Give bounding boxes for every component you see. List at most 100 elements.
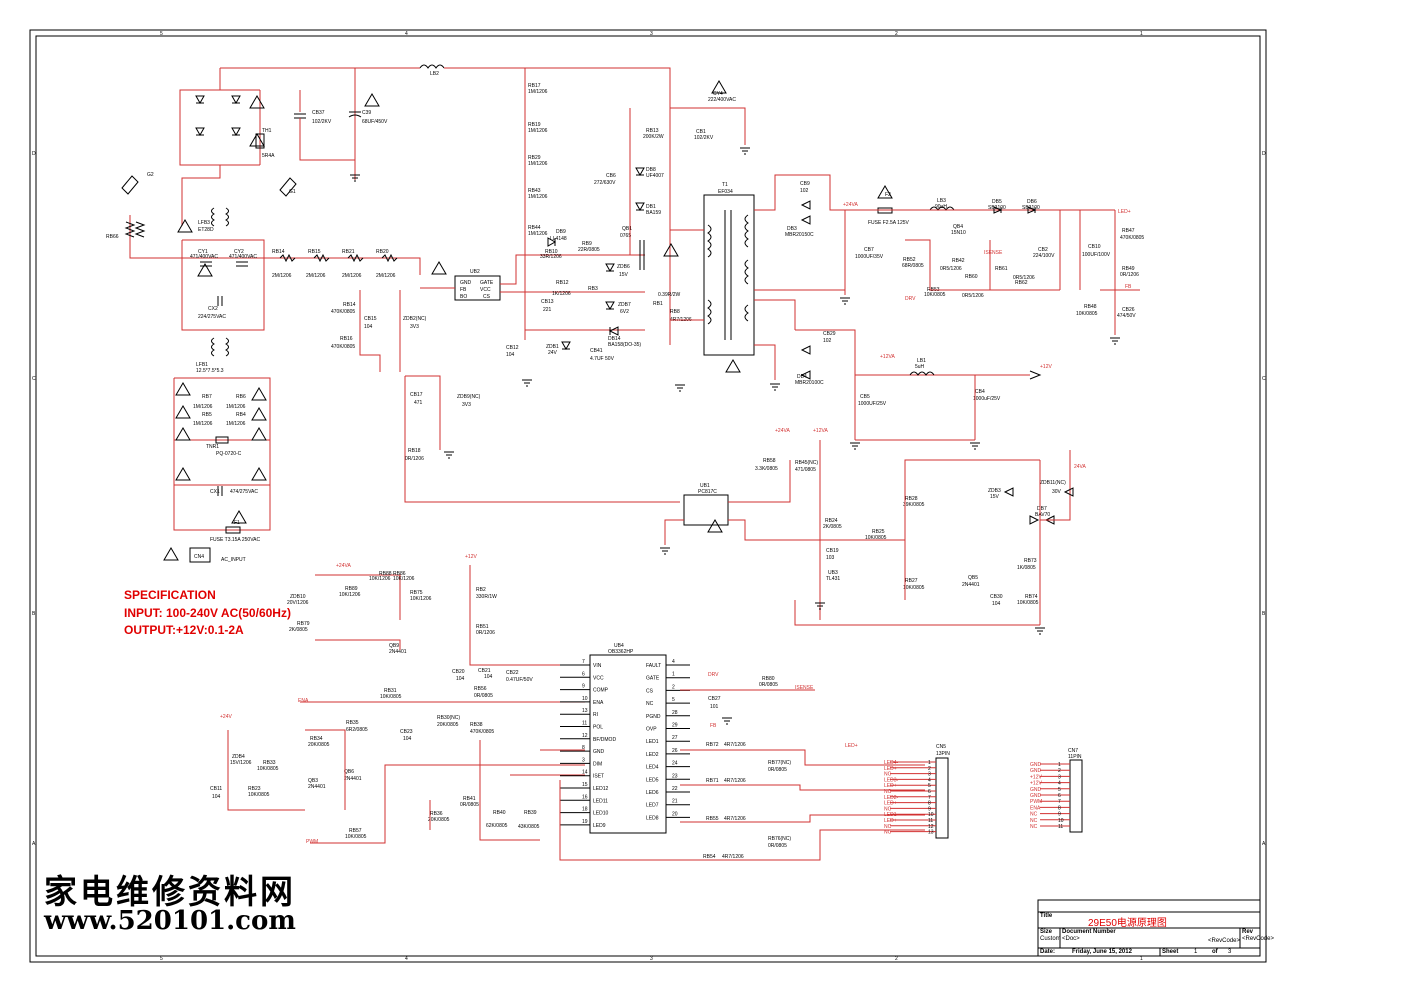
svg-text:10K/0805: 10K/0805 bbox=[257, 766, 279, 772]
ub4-pin-name: OVP bbox=[646, 727, 657, 733]
svg-text:BA159: BA159 bbox=[646, 210, 661, 216]
cn5-pin-number: 4 bbox=[928, 777, 931, 783]
svg-text:PWM: PWM bbox=[306, 839, 318, 845]
svg-text:LL4148: LL4148 bbox=[550, 236, 567, 242]
svg-text:0R/0805: 0R/0805 bbox=[768, 767, 787, 773]
ub4-pin-name: VIN bbox=[593, 663, 602, 669]
cn7-pin-label: ENA bbox=[1030, 805, 1041, 811]
svg-text:+24VA: +24VA bbox=[775, 428, 790, 434]
svg-text:RB74: RB74 bbox=[1025, 594, 1038, 600]
svg-text:RB38: RB38 bbox=[470, 722, 483, 728]
svg-text:CB12: CB12 bbox=[506, 345, 519, 351]
svg-text:22R/0805: 22R/0805 bbox=[578, 247, 600, 253]
svg-text:RB45(NC): RB45(NC) bbox=[795, 460, 818, 466]
svg-text:+12VA: +12VA bbox=[880, 354, 895, 360]
svg-text:CB27: CB27 bbox=[708, 696, 721, 702]
cn7-pin-label: NC bbox=[1030, 824, 1038, 830]
svg-text:5uH: 5uH bbox=[915, 364, 925, 370]
ub4-pin-number: 21 bbox=[672, 799, 678, 805]
svg-text:RB75: RB75 bbox=[410, 590, 423, 596]
svg-text:DB7: DB7 bbox=[1037, 506, 1047, 512]
svg-text:470K/0805: 470K/0805 bbox=[470, 729, 494, 735]
ub4-pin-number: 2 bbox=[672, 684, 675, 690]
cn5-pin-number: 5 bbox=[928, 783, 931, 789]
svg-text:FB: FB bbox=[1125, 284, 1132, 290]
svg-text:FUSE F2.5A 125V: FUSE F2.5A 125V bbox=[868, 220, 910, 226]
rev-value: <RevCode> bbox=[1242, 936, 1275, 942]
svg-text:DB1: DB1 bbox=[646, 204, 656, 210]
svg-text:RB14: RB14 bbox=[272, 249, 285, 255]
svg-text:15V: 15V bbox=[990, 494, 1000, 500]
svg-text:20K/0805: 20K/0805 bbox=[437, 722, 459, 728]
svg-text:62K/0805: 62K/0805 bbox=[486, 823, 508, 829]
ub4-pin-number: 28 bbox=[672, 710, 678, 716]
cn7-pin-number: 10 bbox=[1058, 818, 1064, 824]
svg-text:VCC: VCC bbox=[480, 287, 491, 293]
svg-text:10K/0805: 10K/0805 bbox=[903, 585, 925, 591]
title-block bbox=[1037, 899, 1261, 957]
svg-text:2N4401: 2N4401 bbox=[308, 784, 326, 790]
svg-text:3V3: 3V3 bbox=[462, 402, 471, 408]
svg-text:1K/1206: 1K/1206 bbox=[552, 291, 571, 297]
svg-text:DB3: DB3 bbox=[787, 226, 797, 232]
svg-text:0R/1206: 0R/1206 bbox=[1120, 272, 1139, 278]
svg-text:QB6: QB6 bbox=[344, 769, 354, 775]
ub4-pin-name: LED5 bbox=[646, 777, 659, 783]
svg-text:RB43: RB43 bbox=[528, 188, 541, 194]
svg-text:68R/0805: 68R/0805 bbox=[902, 263, 924, 269]
svg-text:2N4401: 2N4401 bbox=[389, 649, 407, 655]
svg-text:24VA: 24VA bbox=[1074, 464, 1087, 470]
border-number-top: 4 bbox=[405, 31, 408, 37]
svg-text:DB4: DB4 bbox=[797, 374, 807, 380]
cn7-pin-number: 4 bbox=[1058, 781, 1061, 787]
svg-text:T1: T1 bbox=[722, 182, 728, 188]
svg-text:102/2KV: 102/2KV bbox=[694, 135, 714, 141]
svg-text:102: 102 bbox=[800, 188, 809, 194]
svg-text:BAV70: BAV70 bbox=[1035, 512, 1050, 518]
svg-text:6R2/0805: 6R2/0805 bbox=[346, 727, 368, 733]
ub4-pin-number: 18 bbox=[582, 807, 588, 813]
svg-text:UB3: UB3 bbox=[828, 570, 838, 576]
svg-text:10K/0805: 10K/0805 bbox=[1076, 311, 1098, 317]
svg-text:G1: G1 bbox=[289, 189, 296, 195]
ub4-pin-name: LED9 bbox=[593, 823, 606, 829]
svg-text:RB77(NC): RB77(NC) bbox=[768, 760, 791, 766]
svg-text:RB10: RB10 bbox=[545, 249, 558, 255]
svg-text:RB89: RB89 bbox=[345, 586, 358, 592]
svg-text:RB21: RB21 bbox=[342, 249, 355, 255]
svg-text:LED+: LED+ bbox=[1118, 209, 1131, 215]
svg-text:RB16: RB16 bbox=[340, 336, 353, 342]
svg-text:F2: F2 bbox=[885, 192, 891, 198]
border-number-bottom: 2 bbox=[895, 956, 898, 962]
svg-text:CB15: CB15 bbox=[364, 316, 377, 322]
svg-text:RB3: RB3 bbox=[588, 286, 598, 292]
cn5-pin-number: 1 bbox=[928, 760, 931, 766]
svg-text:RB17: RB17 bbox=[528, 83, 541, 89]
spec-heading: SPECIFICATION bbox=[124, 588, 216, 602]
svg-text:RB13: RB13 bbox=[646, 128, 659, 134]
cn7-pin-number: 5 bbox=[1058, 787, 1061, 793]
svg-text:EF034: EF034 bbox=[718, 189, 733, 195]
cn5-pin-label: LED3- bbox=[884, 777, 899, 783]
svg-text:104: 104 bbox=[484, 674, 493, 680]
size-label: Size bbox=[1040, 929, 1053, 935]
svg-text:39K/0805: 39K/0805 bbox=[903, 502, 925, 508]
ub4-pin-name: LED10 bbox=[593, 811, 609, 817]
svg-text:RB39: RB39 bbox=[524, 810, 537, 816]
svg-text:2M/1206: 2M/1206 bbox=[342, 273, 362, 279]
svg-text:RB88: RB88 bbox=[379, 571, 392, 577]
component-extra-labels: LB2 bbox=[430, 71, 439, 77]
svg-text:15V: 15V bbox=[619, 272, 629, 278]
svg-text:2K/0805: 2K/0805 bbox=[289, 627, 308, 633]
svg-text:RB24: RB24 bbox=[825, 518, 838, 524]
border-letter-left: C bbox=[32, 376, 36, 382]
svg-text:LB3: LB3 bbox=[937, 198, 946, 204]
svg-text:+24V: +24V bbox=[220, 714, 232, 720]
svg-text:RB80: RB80 bbox=[762, 676, 775, 682]
svg-text:GND: GND bbox=[460, 280, 472, 286]
size-value: Custom bbox=[1040, 936, 1061, 942]
svg-text:1M/1206: 1M/1206 bbox=[193, 404, 213, 410]
svg-text:MBR20150C: MBR20150C bbox=[785, 232, 814, 238]
svg-text:RB44: RB44 bbox=[528, 225, 541, 231]
svg-text:RB76(NC): RB76(NC) bbox=[768, 836, 791, 842]
